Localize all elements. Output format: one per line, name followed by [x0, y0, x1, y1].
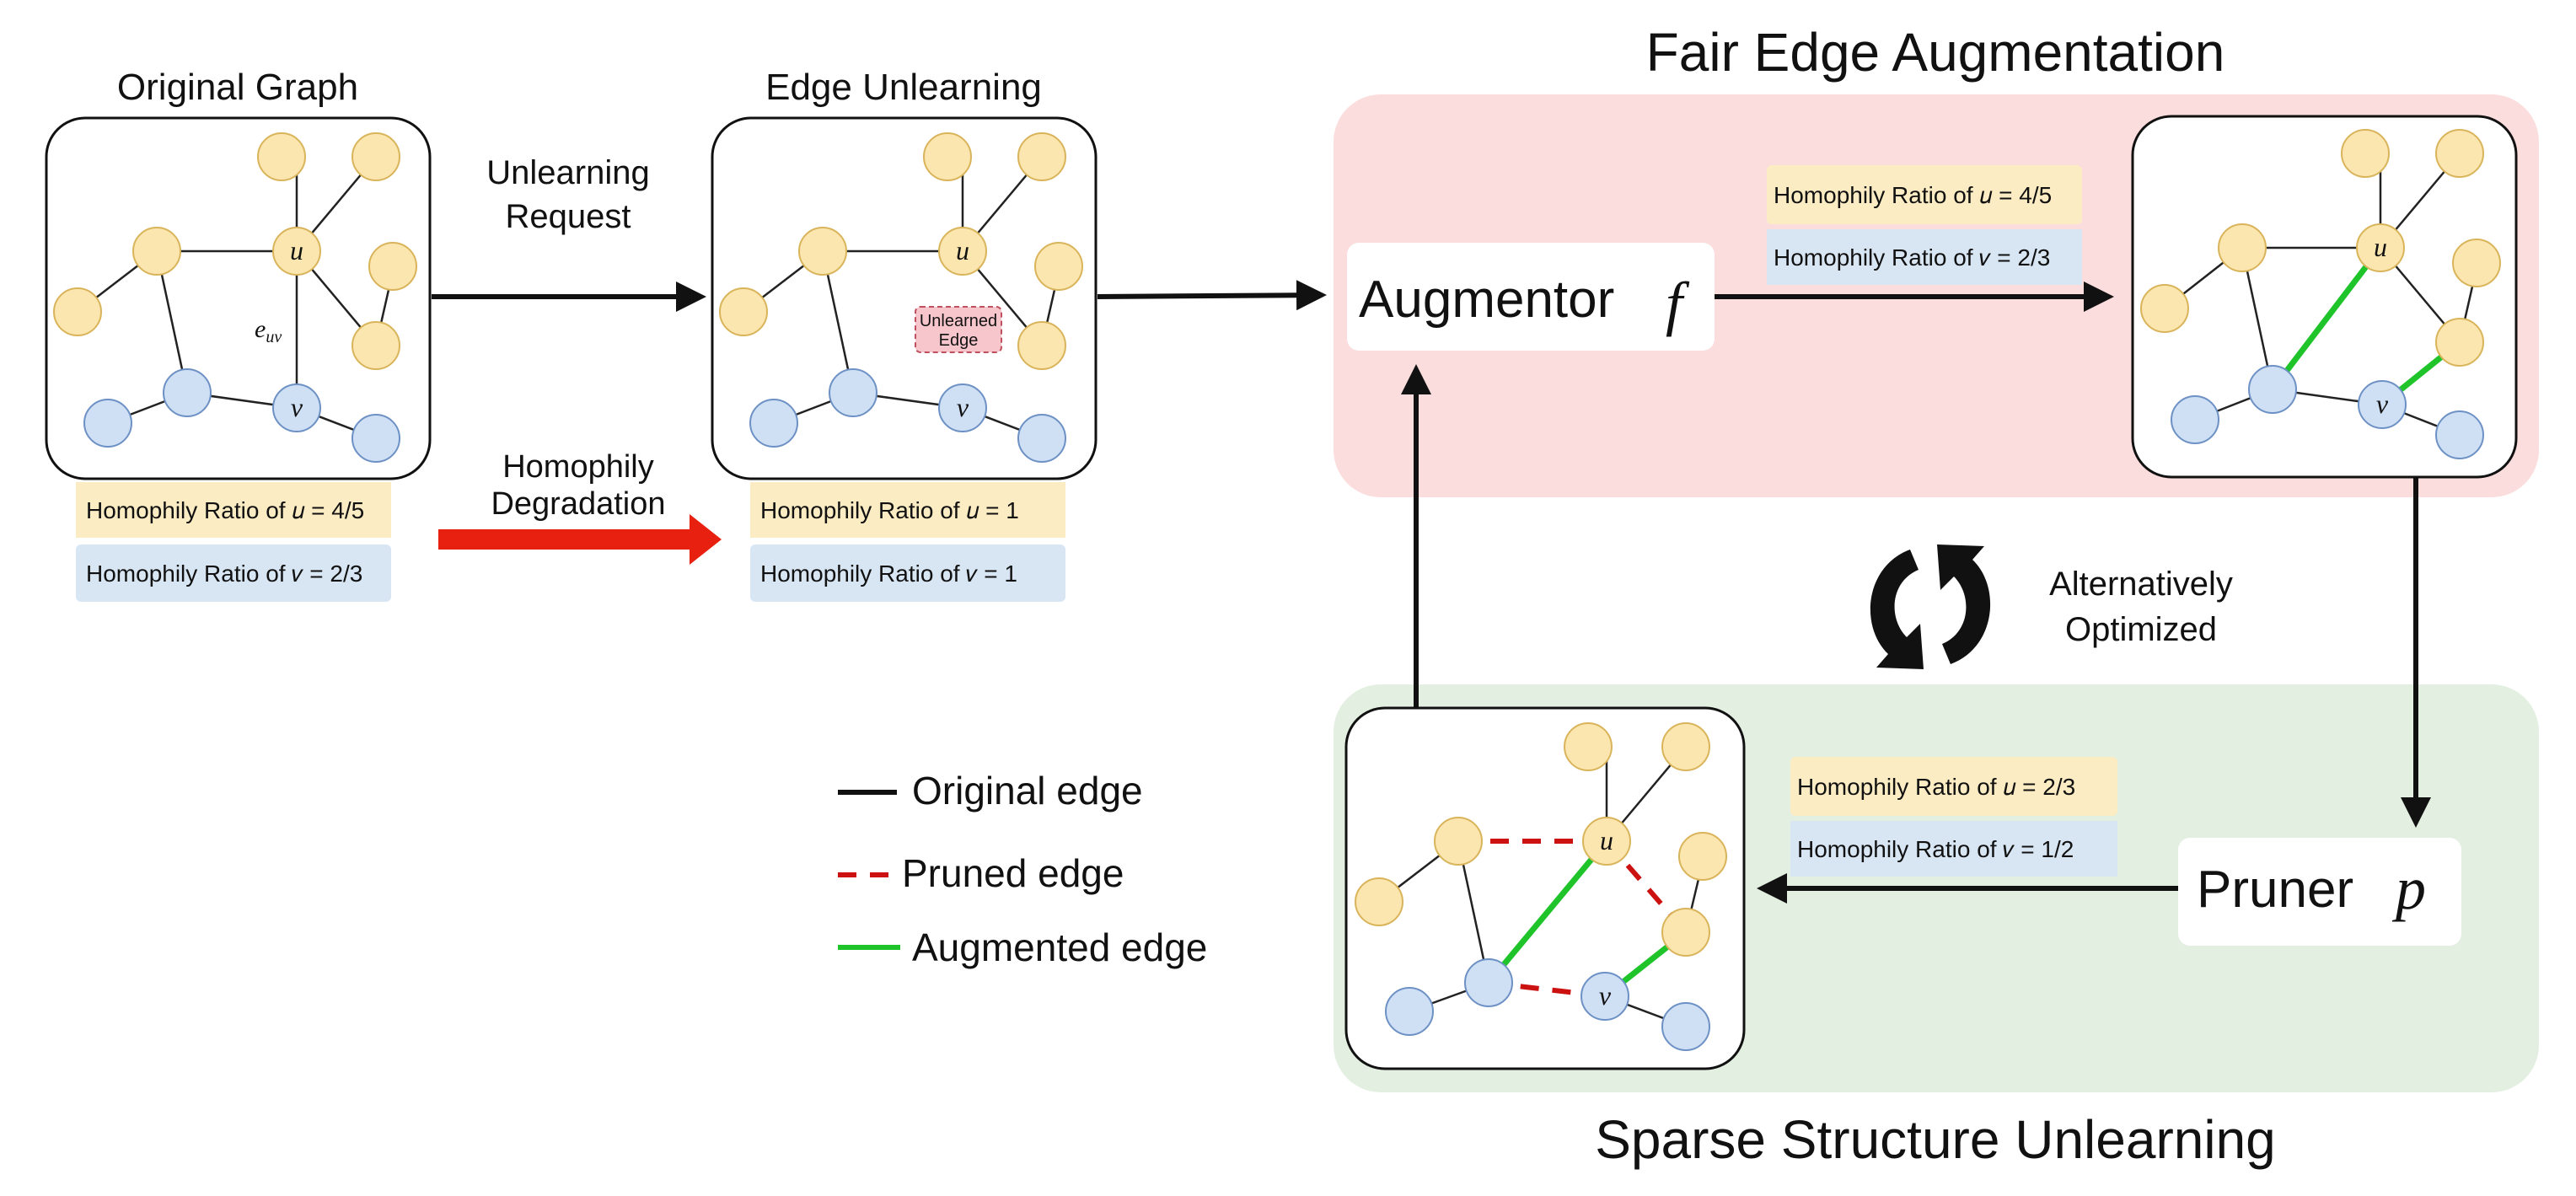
alternatively-label-1: Alternatively	[2049, 566, 2233, 603]
homophily-degradation-arrow	[438, 514, 722, 565]
ratio-original-v: Homophily Ratio of 𝑣 = 2/3	[86, 560, 362, 587]
edge-euv-label: euv	[255, 315, 282, 346]
ratio-tag-unlearn-u	[750, 482, 1065, 538]
node-u-label: u	[2374, 232, 2387, 262]
pruner-label: Pruner	[2197, 861, 2353, 919]
ratio-augment-v: Homophily Ratio of 𝑣 = 2/3	[1774, 244, 2050, 271]
homophily-degradation-label-1: Homophily	[502, 449, 654, 485]
node-u-label: u	[956, 235, 969, 265]
legend: Original edge Pruned edge Augmented edge	[838, 769, 1207, 969]
ratio-tag-original-u	[76, 482, 391, 538]
augmented-graph-panel: u v	[2131, 115, 2518, 479]
node-v-label: v	[2376, 389, 2389, 419]
augmentor-box	[1347, 243, 1715, 351]
original-graph-panel: u v euv	[45, 116, 432, 480]
edge-unlearning-title: Edge Unlearning	[765, 67, 1042, 108]
ratio-unlearn-u: Homophily Ratio of 𝑢 = 1	[760, 497, 1019, 523]
unlearned-edge-label-1: Unlearned	[920, 312, 997, 330]
sparse-structure-unlearning-title: Sparse Structure Unlearning	[1595, 1109, 2276, 1170]
node-v-label: v	[291, 392, 303, 422]
ratio-augment-u: Homophily Ratio of 𝑢 = 4/5	[1774, 182, 2052, 208]
ratio-tag-augment-u	[1767, 165, 2082, 224]
ratio-tag-original-v	[76, 544, 391, 602]
ratio-tag-pruner-v	[1790, 821, 2117, 877]
ratio-pruner-u: Homophily Ratio of 𝑢 = 2/3	[1797, 774, 2075, 800]
unlearned-edge-badge	[915, 306, 1002, 353]
ratio-tag-unlearn-v	[750, 544, 1065, 602]
homophily-degradation-label-2: Degradation	[491, 486, 665, 522]
augmentor-label: Augmentor	[1359, 271, 1614, 329]
alternatively-label-2: Optimized	[2065, 611, 2217, 648]
pruned-graph-panel: u v	[1344, 706, 1746, 1070]
ratio-pruner-v: Homophily Ratio of 𝑣 = 1/2	[1797, 836, 2074, 862]
ratio-original-u: Homophily Ratio of 𝑢 = 4/5	[86, 497, 364, 523]
unlearning-request-label-1: Unlearning	[486, 154, 649, 191]
legend-original-label: Original edge	[912, 769, 1143, 813]
unlearning-request-label-2: Request	[506, 198, 631, 235]
fair-edge-augmentation-title: Fair Edge Augmentation	[1646, 22, 2225, 83]
ratio-tag-augment-v	[1767, 229, 2082, 285]
edge-unlearning-panel: u v Unlearned Edge	[711, 116, 1097, 480]
pruner-box	[2178, 838, 2461, 946]
pruner-symbol: p	[2391, 855, 2426, 922]
legend-augmented-label: Augmented edge	[912, 925, 1207, 969]
legend-pruned-label: Pruned edge	[902, 851, 1124, 895]
ratio-tag-pruner-u	[1790, 757, 2117, 816]
node-u-label: u	[1600, 825, 1613, 855]
cycle-icon	[1870, 544, 1991, 669]
unlearned-edge-label-2: Edge	[939, 331, 979, 350]
node-v-label: v	[957, 392, 969, 422]
ratio-unlearn-v: Homophily Ratio of 𝑣 = 1	[760, 560, 1017, 587]
node-u-label: u	[290, 235, 303, 265]
arrow-to-augmentor	[1097, 280, 1327, 311]
node-v-label: v	[1599, 980, 1612, 1011]
original-graph-title: Original Graph	[117, 67, 358, 108]
